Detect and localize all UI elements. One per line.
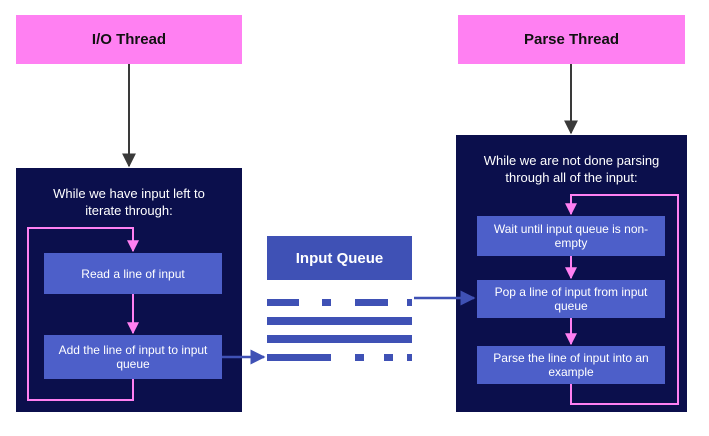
- io-loop-line: [27, 227, 139, 401]
- parse-thread-description: While we are not done parsing through al…: [483, 153, 660, 185]
- queue-dash: [355, 299, 388, 306]
- queue-dash: [384, 354, 393, 361]
- parse-step-pop: Pop a line of input from input queue: [477, 280, 665, 318]
- parse-step-wait: Wait until input queue is non-empty: [477, 216, 665, 256]
- input-queue-title-label: Input Queue: [295, 249, 384, 267]
- io-thread-header: I/O Thread: [16, 15, 242, 64]
- queue-dash: [407, 354, 412, 361]
- parse-step-parse: Parse the line of input into an example: [477, 346, 665, 384]
- input-queue-title: Input Queue: [267, 236, 412, 280]
- parse-thread-header-label: Parse Thread: [523, 31, 620, 48]
- parse-thread-header: Parse Thread: [458, 15, 685, 64]
- queue-dash: [267, 354, 331, 361]
- parse-loop-line: [565, 194, 679, 405]
- queue-dash: [267, 299, 299, 306]
- io-thread-header-label: I/O Thread: [91, 31, 167, 48]
- io-step-add-to-queue: Add the line of input to input queue: [44, 335, 222, 379]
- queue-dash: [322, 299, 331, 306]
- queue-bar: [267, 317, 412, 325]
- queue-bar: [267, 335, 412, 343]
- io-step-read-line: Read a line of input: [44, 253, 222, 294]
- queue-dash: [407, 299, 412, 306]
- queue-dash: [355, 354, 364, 361]
- io-thread-description: While we have input left to iterate thro…: [53, 186, 205, 218]
